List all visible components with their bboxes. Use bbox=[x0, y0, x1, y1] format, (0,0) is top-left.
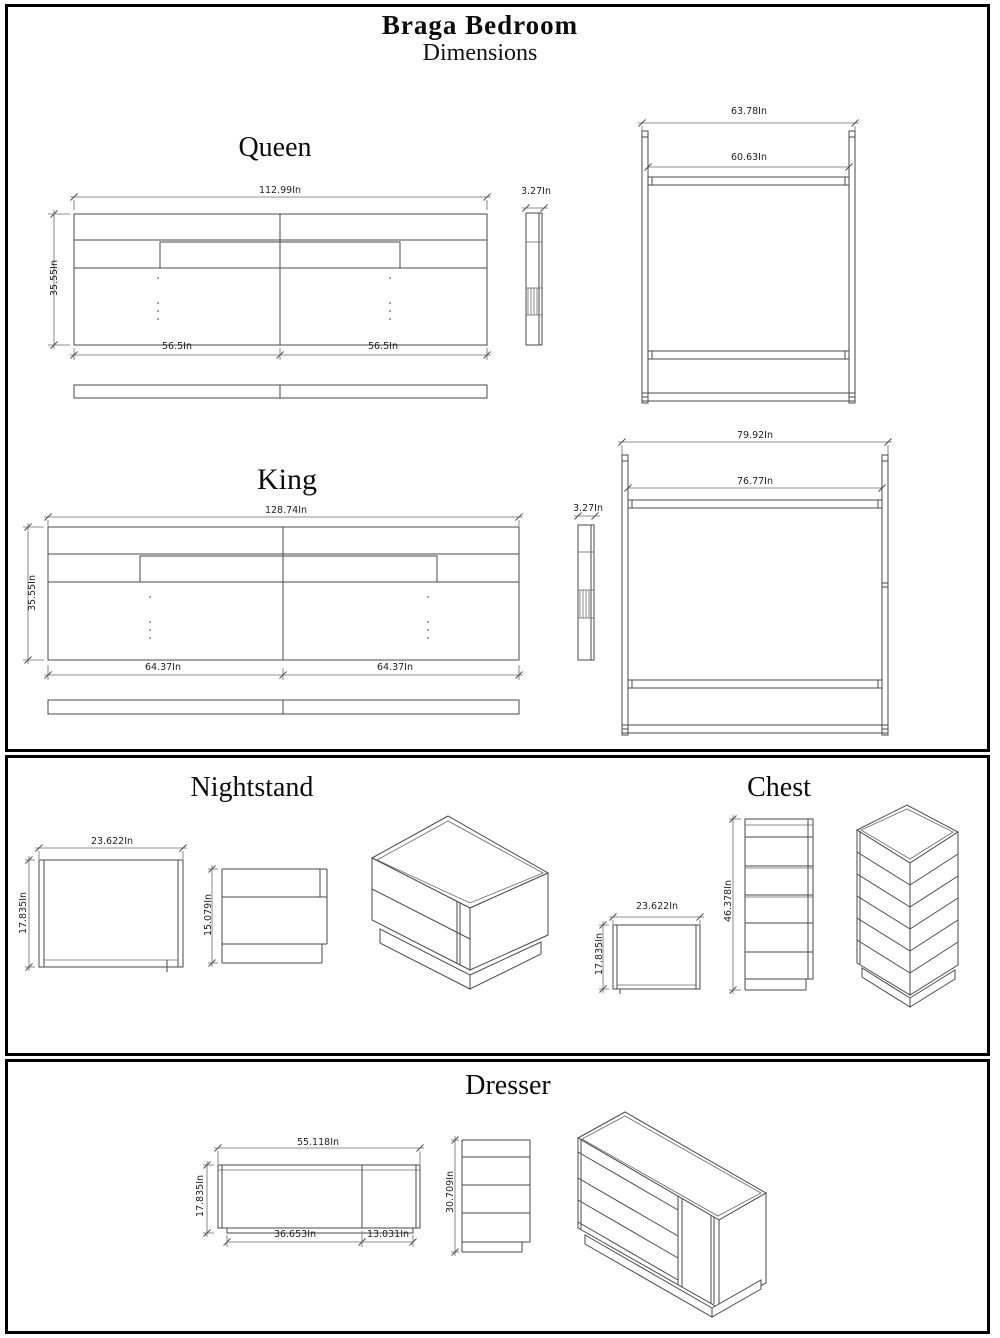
queen-headboard-side-view bbox=[522, 204, 548, 346]
king-left-half-width-label: 64.37In bbox=[144, 662, 182, 673]
king-right-half-width-label: 64.37In bbox=[376, 662, 414, 673]
dresser-side-view bbox=[451, 1136, 531, 1256]
nightstand-height-label: 17.835In bbox=[18, 891, 29, 935]
queen-right-half-width-label: 56.5In bbox=[368, 341, 398, 352]
chest-front-height-label: 46.378In bbox=[723, 879, 734, 923]
queen-section-title: Queen bbox=[238, 132, 312, 163]
dresser-cabinet-width-label: 36.653In bbox=[273, 1229, 317, 1240]
chest-top-depth-label: 17.835In bbox=[594, 932, 605, 976]
queen-frame-outer-width-label: 63.78In bbox=[730, 106, 768, 117]
dresser-isometric-view bbox=[576, 1111, 768, 1318]
king-headboard-depth-label: 3.27In bbox=[573, 503, 603, 514]
nightstand-side-height-label: 15.079In bbox=[203, 893, 214, 937]
king-headboard-side-view bbox=[574, 512, 600, 661]
dresser-front-view bbox=[203, 1144, 424, 1247]
chest-top-view bbox=[599, 913, 704, 994]
king-headboard-width-label: 128.74In bbox=[264, 505, 308, 516]
king-frame-inner-width-label: 76.77In bbox=[736, 476, 774, 487]
page-title: Braga Bedroom bbox=[381, 10, 579, 40]
king-headboard-height-label: 35.55In bbox=[27, 574, 38, 612]
queen-headboard-front-view bbox=[48, 193, 491, 399]
queen-frame-inner-width-label: 60.63In bbox=[730, 152, 768, 163]
queen-headboard-height-label: 35.55In bbox=[49, 259, 60, 297]
king-frame-outer-width-label: 79.92In bbox=[736, 430, 774, 441]
beds-panel bbox=[5, 4, 990, 752]
dresser-top-width-label: 55.118In bbox=[296, 1137, 340, 1148]
dresser-door-width-label: 13.031In bbox=[366, 1229, 410, 1240]
dresser-top-depth-label: 17.835In bbox=[195, 1174, 206, 1218]
nightstand-side-view bbox=[208, 865, 328, 967]
dresser-side-height-label: 30.709In bbox=[445, 1170, 456, 1214]
chest-isometric-view bbox=[855, 804, 959, 1008]
king-section-title: King bbox=[257, 463, 317, 496]
page-subtitle: Dimensions bbox=[422, 40, 538, 66]
dresser-panel bbox=[5, 1059, 990, 1334]
chest-top-width-label: 23.622In bbox=[635, 901, 679, 912]
king-headboard-front-view bbox=[23, 513, 523, 715]
nightstand-isometric-view bbox=[370, 815, 550, 990]
nightstand-section-title: Nightstand bbox=[190, 772, 314, 803]
chest-front-view bbox=[729, 815, 814, 994]
nightstand-front-view bbox=[25, 844, 187, 972]
chest-section-title: Chest bbox=[747, 772, 811, 803]
queen-headboard-depth-label: 3.27In bbox=[521, 186, 551, 197]
king-frame-top-view bbox=[618, 438, 892, 736]
queen-frame-top-view bbox=[638, 119, 859, 404]
queen-headboard-width-label: 112.99In bbox=[258, 185, 302, 196]
dresser-section-title: Dresser bbox=[465, 1070, 551, 1101]
queen-left-half-width-label: 56.5In bbox=[162, 341, 192, 352]
nightstand-width-label: 23.622In bbox=[90, 836, 134, 847]
